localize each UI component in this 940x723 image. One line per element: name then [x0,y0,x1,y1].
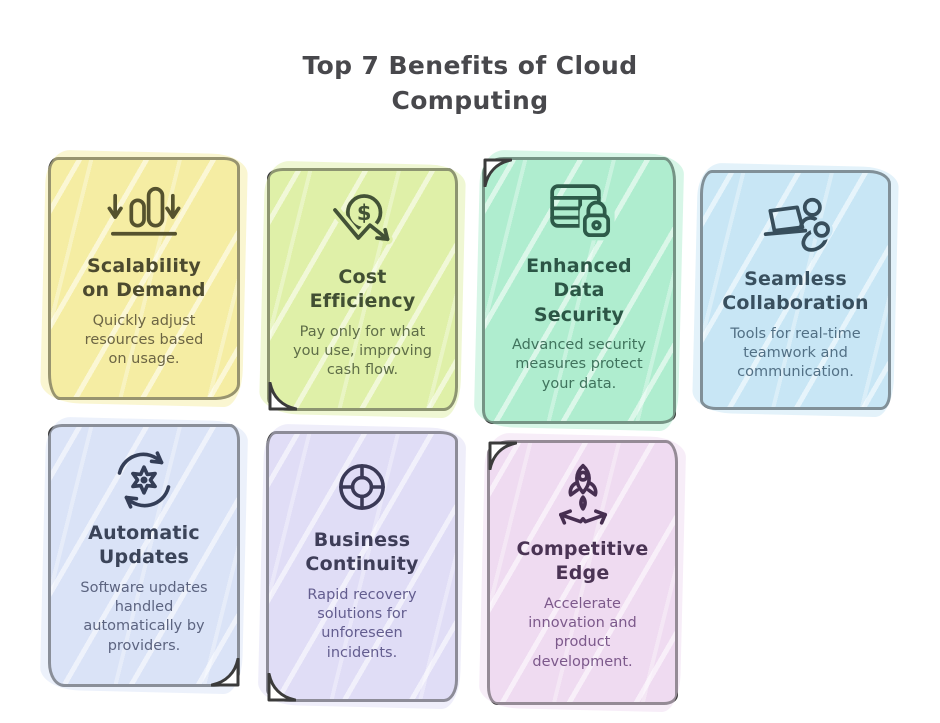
folded-corner [267,381,297,412]
card-description: Rapid recovery solutions for unforeseen … [307,586,417,661]
card-description: Accelerate innovation and product develo… [528,595,637,670]
card-title: Enhanced Data Security [526,255,632,326]
card-enhanced-data-security: Enhanced Data Security Advanced security… [482,157,676,424]
card-title: Competitive Edge [516,538,649,585]
bar-chart-scale-icon [102,178,186,248]
card-automatic-updates: Automatic Updates Software updates handl… [48,424,240,687]
dollar-decrease-icon: $ [321,189,405,259]
page-title: Top 7 Benefits of Cloud Computing [302,51,638,115]
card-title: Automatic Updates [88,522,200,569]
folded-corner [266,672,296,703]
card-competitive-edge: Competitive Edge Accelerate innovation a… [487,440,678,705]
database-lock-icon [537,178,621,248]
card-title: Business Continuity [305,529,419,576]
card-description: Software updates handled automatically b… [80,579,208,654]
teamwork-icon [754,191,838,261]
lifebuoy-icon [322,452,402,522]
card-title: Scalability on Demand [82,255,206,302]
svg-text:$: $ [356,201,371,225]
card-description: Tools for real-time teamwork and communi… [730,325,861,381]
card-business-continuity: Business Continuity Rapid recovery solut… [266,431,458,702]
card-seamless-collaboration: Seamless Collaboration Tools for real-ti… [700,170,891,410]
card-description: Pay only for what you use, improving cas… [292,323,432,379]
folded-corner [482,157,512,187]
card-cost-efficiency: $ Cost Efficiency Pay only for what you … [267,168,458,411]
card-title: Seamless Collaboration [722,268,869,315]
rocket-launch-icon [541,461,625,531]
card-scalability-on-demand: Scalability on Demand Quickly adjust res… [48,157,240,400]
folded-corner [487,440,517,470]
card-description: Quickly adjust resources based on usage. [84,312,204,368]
card-description: Advanced security measures protect your … [511,336,647,392]
gear-refresh-icon [102,445,186,515]
folded-corner [210,657,241,688]
card-title: Cost Efficiency [309,266,416,313]
